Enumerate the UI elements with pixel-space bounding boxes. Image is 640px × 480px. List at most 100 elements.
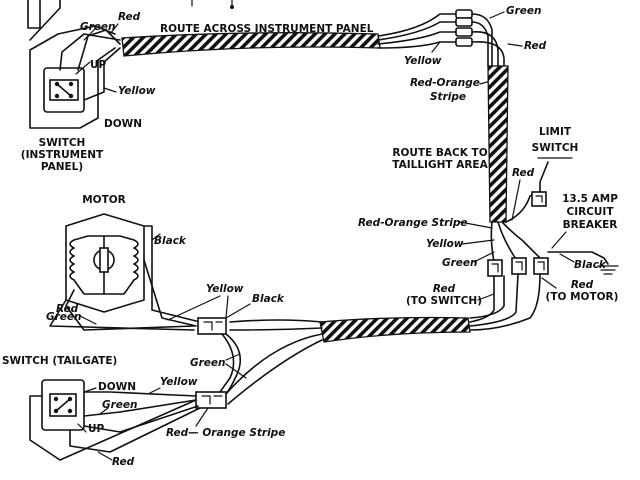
wire-label-red-right: Red (524, 40, 547, 52)
motor-group: MOTOR Black Red Green (46, 194, 201, 331)
wire-green-loop-2 (219, 333, 235, 393)
motor-label: MOTOR (82, 194, 126, 206)
connector-mark (491, 263, 499, 273)
wire-label-black-motor: Black (154, 235, 187, 247)
wire-label-green-motor: Green (46, 311, 82, 323)
switch-terminal (53, 396, 59, 402)
leader-yellow-junction (167, 295, 229, 321)
wire-label-yellow-junction: Yellow (206, 283, 244, 295)
leader-to-switch (477, 293, 495, 301)
wire-motor-lead (143, 259, 197, 327)
route-back-label-1: ROUTE BACK TO (392, 147, 487, 159)
wire-fan-2 (377, 21, 471, 41)
wire-label-red: Red (118, 11, 141, 23)
terminal-dot (230, 5, 234, 9)
switch-tailgate-label: SWITCH (TAILGATE) (2, 355, 117, 367)
switch-up-label: UP (90, 59, 107, 71)
switch-down-label: DOWN (104, 118, 142, 130)
wire-drop-4 (505, 193, 535, 223)
harness-top: ROUTE ACROSS INSTRUMENT PANEL Green Red … (121, 5, 547, 103)
connector-mark (203, 321, 223, 331)
wire-label-yellow-mid: Yellow (426, 238, 464, 250)
wire-down-2 (469, 273, 519, 327)
limit-switch-label-2: SWITCH (532, 142, 579, 154)
leader-red-bottom (97, 451, 113, 461)
switch-terminal (54, 93, 60, 99)
wire-label-green: Green (80, 21, 116, 33)
harness-bottom (225, 316, 471, 405)
harness-right: ROUTE BACK TO TAILLIGHT AREA Red Red-Ora… (358, 65, 543, 269)
connector-to-switch (487, 259, 503, 277)
connector-mid (511, 257, 527, 275)
wire-fan-3 (377, 31, 471, 45)
breaker-label-1: 13.5 AMP (562, 193, 618, 205)
tailgate-up-label: UP (88, 423, 105, 435)
connector-to-motor (533, 257, 549, 275)
leader-green-junction (225, 353, 247, 379)
leader-red (109, 23, 119, 35)
limit-switch-connector (531, 191, 547, 207)
breaker-label-2: CIRCUIT (567, 206, 615, 218)
breaker-label-3: BREAKER (563, 219, 618, 231)
limit-switch-label-1: LIMIT (539, 126, 572, 138)
wire-continue-4 (471, 41, 505, 67)
connector-mark (537, 261, 545, 271)
wire-motor-red (49, 299, 195, 331)
to-motor-red: Red (571, 279, 594, 291)
leader-black-breaker (559, 253, 575, 263)
wire-label-green-mid: Green (442, 257, 478, 269)
harness-right-sleeve (487, 65, 509, 223)
motor-coil-right (133, 239, 139, 281)
wire-harness-l3 (225, 333, 323, 395)
wire-black-ground (547, 251, 609, 265)
leader-up (75, 61, 91, 75)
to-motor-label: (TO MOTOR) (546, 291, 619, 303)
tailgate-switch-group: SWITCH (TAILGATE) DOWN UP Yellow Green R… (2, 355, 285, 468)
wire-tailgate-outer (29, 395, 197, 461)
switch-instrument-subtitle: (INSTRUMENT (21, 149, 104, 161)
motor-internal-2 (73, 279, 135, 295)
ground-symbol (597, 265, 619, 275)
wire-tailgate-red (69, 407, 201, 453)
wire-label-red-vertical: Red (512, 167, 535, 179)
wire-stub-top (191, 0, 233, 7)
wire-tailgate-green (83, 399, 197, 417)
leader-red-vertical (511, 179, 521, 221)
junction-group: Yellow Black Green (167, 283, 285, 409)
wire-label-yellow-tailgate: Yellow (160, 376, 198, 388)
connector-3 (455, 27, 473, 37)
leader-red-right (507, 43, 523, 47)
leader-yellow-mid (461, 239, 495, 245)
leader-black-motor (151, 233, 161, 241)
harness-bottom-sleeve (319, 316, 471, 343)
limit-switch-lead (539, 161, 549, 193)
switch-terminal (67, 408, 73, 414)
wire-label-green-tailgate: Green (102, 399, 138, 411)
limit-switch-connector-mark (535, 195, 543, 203)
leader-green-motor (79, 315, 97, 325)
limit-breaker-group: LIMIT SWITCH 13.5 AMP CIRCUIT BREAKER Bl… (406, 126, 619, 331)
wire-label-black-center: Black (252, 293, 285, 305)
route-across-label: ROUTE ACROSS INSTRUMENT PANEL (160, 23, 374, 35)
switch-terminal (68, 81, 74, 87)
leader-breaker (551, 231, 567, 249)
wire-label-green-junction: Green (190, 357, 226, 369)
instrument-switch-group: Green Red Yellow UP DOWN SWITCH (INSTRUM… (21, 0, 234, 173)
wire-label-redorange-2: Stripe (430, 91, 466, 103)
wire-yellow-top (83, 47, 121, 101)
wire-label-yellow-right: Yellow (404, 55, 442, 67)
leader-yellow (103, 87, 117, 93)
connector-4 (455, 37, 473, 47)
wire-label-yellow: Yellow (118, 85, 156, 97)
wire-loop-top (27, 0, 41, 29)
tailgate-down-label: DOWN (98, 381, 136, 393)
switch-instrument-subtitle-2: PANEL) (41, 161, 83, 173)
connector-mark (515, 261, 523, 271)
wire-harness-l2 (229, 327, 323, 331)
connector-2 (455, 17, 473, 27)
wire-drop-3 (501, 221, 543, 261)
tailgate-contact-bar (55, 398, 71, 412)
wire-red-top (77, 29, 121, 71)
leader-yellow-right (431, 41, 441, 53)
